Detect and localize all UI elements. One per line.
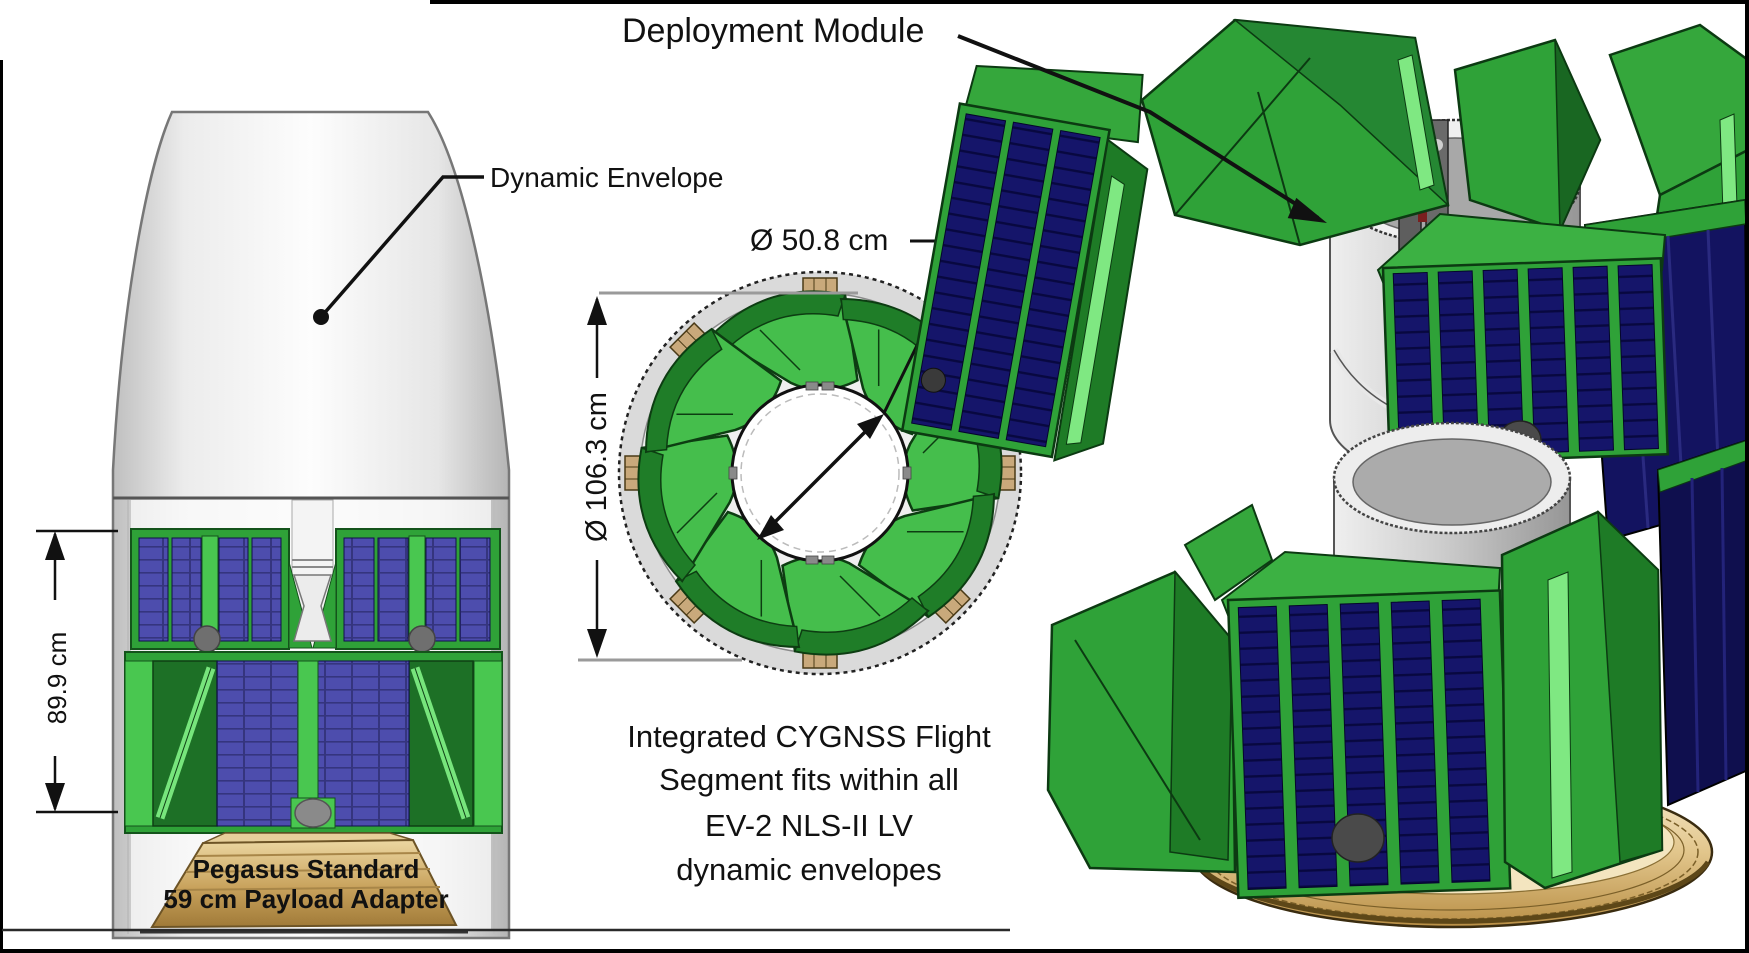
far-right-navy-panel xyxy=(1656,438,1749,807)
lower-right-dark-panel xyxy=(408,660,474,827)
center-cylinder-glimpse xyxy=(288,499,337,649)
arrowhead-down xyxy=(45,783,65,812)
arrowhead-up xyxy=(45,531,65,560)
lower-left-wedges xyxy=(1046,503,1274,874)
adapter-body xyxy=(150,838,458,929)
caption-line4: dynamic envelopes xyxy=(676,852,941,887)
label-dynamic-envelope: Dynamic Envelope xyxy=(490,162,723,193)
caption-line2: Segment fits within all xyxy=(659,762,959,797)
label-inner-diameter: Ø 50.8 cm xyxy=(750,224,888,257)
deployment-module-3d: Deployment Module xyxy=(622,12,1749,929)
lower-front-solar-panel xyxy=(1220,550,1512,900)
upper-left-panel-assembly xyxy=(130,528,290,650)
upper-left-knob xyxy=(193,625,221,653)
lower-panel-knob xyxy=(1331,813,1385,863)
payload-adapter: Pegasus Standard 59 cm Payload Adapter xyxy=(140,832,468,934)
upper-right-knob xyxy=(408,625,436,653)
dimension-outer-diameter: Ø 106.3 cm xyxy=(578,291,858,662)
label-outer-diameter: Ø 106.3 cm xyxy=(581,392,613,542)
fairing-cross-section: Pegasus Standard 59 cm Payload Adapter 8… xyxy=(36,110,511,940)
leader-deployment-module: Deployment Module xyxy=(622,12,1327,223)
leader-dynamic-envelope: Dynamic Envelope xyxy=(313,162,723,325)
upper-right-panel-assembly xyxy=(335,528,501,650)
detached-bright-sliver xyxy=(1065,175,1125,445)
lower-right-wedge xyxy=(1500,510,1664,890)
label-deployment-module: Deployment Module xyxy=(622,12,924,50)
payload-lower-row xyxy=(124,651,503,834)
caption-line3: EV-2 NLS-II LV xyxy=(705,808,913,843)
adapter-label-line1: Pegasus Standard xyxy=(193,854,420,884)
label-stack-height: 89.9 cm xyxy=(42,632,72,725)
detached-knob xyxy=(920,367,946,393)
detached-satellite xyxy=(900,64,1149,462)
lower-right-bright-sliver xyxy=(1547,571,1573,879)
lower-left-dark-panel xyxy=(152,660,218,827)
lid-bright-sliver xyxy=(1397,54,1435,191)
adapter-label-line2: 59 cm Payload Adapter xyxy=(163,884,448,914)
lower-navy-left xyxy=(216,660,299,827)
caption-line1: Integrated CYGNSS Flight xyxy=(627,719,991,754)
upper-front-solar-panel xyxy=(1376,212,1669,466)
lower-knob xyxy=(294,798,332,828)
dimension-stack-height: 89.9 cm xyxy=(36,529,118,814)
top-lid-satellite xyxy=(1140,18,1450,247)
payload-upper-row xyxy=(130,499,501,653)
separation-hourglass xyxy=(292,574,333,642)
caption-block: Integrated CYGNSS Flight Segment fits wi… xyxy=(627,719,991,887)
top-down-view: Ø 106.3 cm Ø 50.8 cm Integrated CYGNSS F… xyxy=(578,224,1026,887)
